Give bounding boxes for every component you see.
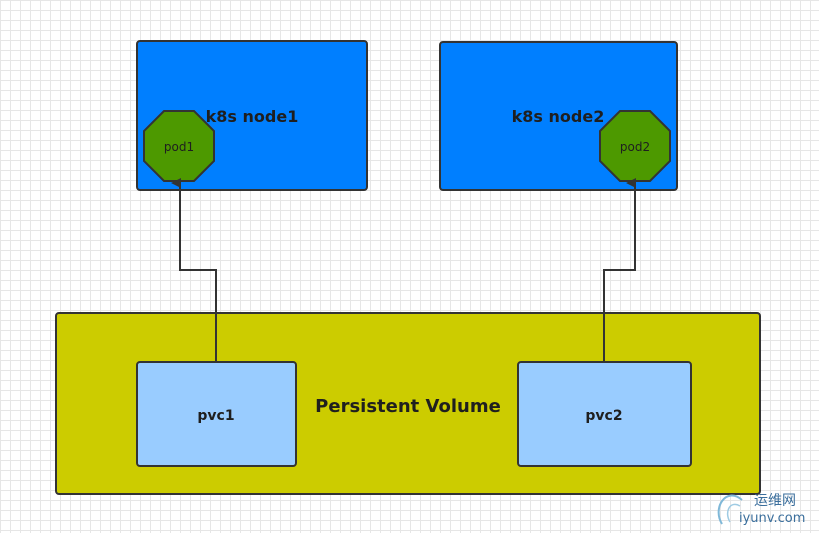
- watermark-cn-text: 运维网: [754, 493, 796, 509]
- k8s-node1-label: k8s node1: [206, 107, 299, 126]
- pod1-octagon[interactable]: [143, 110, 215, 182]
- pod1-label: pod1: [164, 140, 194, 154]
- pod2-octagon[interactable]: [599, 110, 671, 182]
- connector-pvc2-to-pod2[interactable]: [603, 178, 636, 362]
- watermark-swirl-inner-icon: [726, 503, 741, 523]
- pvc2-label: pvc2: [585, 408, 622, 424]
- connector-pvc1-to-pod1[interactable]: [171, 178, 217, 362]
- pvc1-label: pvc1: [197, 408, 234, 424]
- watermark-logo: 运维网 iyunv.com: [717, 493, 805, 526]
- watermark-url-text: iyunv.com: [739, 511, 805, 526]
- persistent-volume-label: Persistent Volume: [315, 396, 501, 417]
- watermark-swirl-icon: [717, 494, 743, 525]
- k8s-node2-label: k8s node2: [512, 107, 605, 126]
- pod2-label: pod2: [620, 140, 650, 154]
